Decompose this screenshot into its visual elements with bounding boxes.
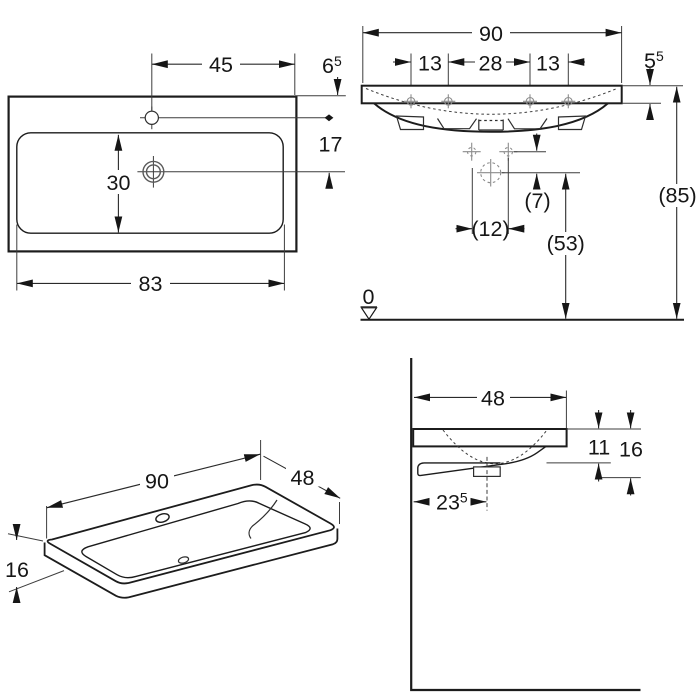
faucet-hole-iso — [155, 513, 170, 523]
dim-45: 45 — [151, 52, 296, 111]
dim-13-left-label: 13 — [418, 52, 442, 76]
dim-83: 83 — [16, 224, 285, 296]
dim-16-iso-label: 16 — [5, 558, 29, 582]
dim-48-iso: 48 — [263, 455, 341, 524]
dim-53: (53) — [546, 173, 586, 319]
left-support — [436, 118, 477, 130]
datum-ground: 0 — [360, 285, 684, 321]
dim-7: (7) — [524, 173, 551, 213]
dim-16-iso: 16 — [5, 524, 65, 603]
fixing-holes — [462, 133, 546, 161]
basin-iso — [43, 483, 339, 599]
dim-6-5: 65 — [295, 53, 346, 97]
dim-90-iso-label: 90 — [145, 470, 169, 494]
left-foot — [395, 115, 425, 131]
drain-iso — [177, 556, 190, 564]
datum-zero-label: 0 — [363, 285, 375, 309]
right-support — [507, 118, 548, 130]
dim-11-label: 11 — [588, 436, 610, 460]
dim-90-front: 90 — [362, 21, 623, 83]
bowl-wall-curve — [248, 499, 278, 539]
front-view: 90 13 28 13 — [360, 21, 698, 321]
dim-16-side-label: 16 — [619, 438, 643, 462]
drain-hole-plan — [137, 156, 345, 188]
bowl-underside-shelf — [417, 462, 501, 477]
dim-48-side: 48 — [414, 386, 567, 428]
dim-30-label: 30 — [107, 171, 131, 195]
drain-front — [477, 159, 580, 187]
right-foot — [557, 115, 587, 131]
dim-5-5-label: 55 — [644, 48, 664, 73]
isometric-view: 90 48 16 — [5, 440, 341, 603]
plan-view: 45 65 17 30 83 — [7, 52, 346, 296]
dim-7-label: (7) — [524, 189, 550, 213]
dim-23-5: 235 — [413, 490, 487, 515]
dim-12-label: (12) — [471, 217, 509, 241]
dim-48-side-label: 48 — [481, 387, 505, 411]
basin-top-face — [46, 483, 335, 585]
dim-6-5-label: 65 — [322, 53, 342, 78]
dim-48-iso-label: 48 — [291, 466, 315, 490]
dim-12: (12) — [455, 158, 525, 241]
dim-85-label: (85) — [658, 184, 696, 208]
dim-90-iso: 90 — [46, 440, 262, 539]
dim-53-label: (53) — [547, 232, 585, 256]
dim-5-5: 55 — [621, 48, 683, 120]
dim-83-label: 83 — [139, 272, 163, 296]
basin-side-faces — [43, 528, 339, 599]
dim-17: 17 — [319, 133, 343, 189]
dimension-point-marker — [324, 114, 334, 122]
dim-13-right-label: 13 — [536, 52, 560, 76]
basin-front — [360, 84, 623, 133]
dim-23-5-label: 235 — [436, 490, 468, 515]
dim-30: 30 — [100, 134, 137, 233]
wall-and-floor — [410, 358, 641, 692]
side-view: 48 11 16 235 — [410, 358, 643, 692]
dim-90-front-label: 90 — [479, 22, 503, 46]
tap-holes-front — [404, 94, 576, 109]
faucet-hole-plan — [140, 106, 334, 130]
basin-side — [412, 428, 568, 511]
datum-triangle-icon — [360, 307, 378, 321]
drain-boss — [478, 119, 504, 131]
dim-85: (85) — [657, 86, 698, 319]
bowl-underside-apron — [419, 446, 547, 477]
dim-28-label: 28 — [479, 52, 503, 76]
dim-11-16-side: 11 16 — [546, 410, 643, 496]
dim-17-label: 17 — [319, 133, 343, 157]
dim-45-label: 45 — [209, 53, 233, 77]
